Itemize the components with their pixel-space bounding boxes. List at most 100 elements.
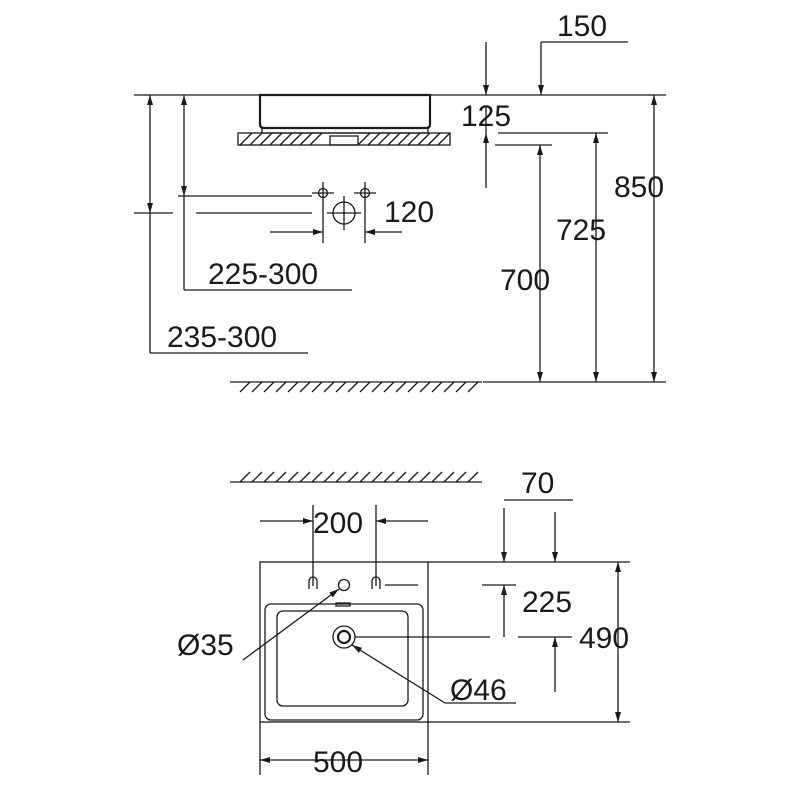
dim-225: 225: [501, 585, 572, 692]
wall-hatch-line: [431, 471, 443, 483]
floor-hatch-line: [383, 381, 395, 393]
wall-hatch-line: [371, 471, 383, 483]
counter-hatch-line: [357, 132, 371, 146]
floor-hatch-line: [467, 381, 479, 393]
dim-700: 700: [500, 145, 550, 382]
dim-700-label: 700: [500, 264, 550, 297]
basin-top-outline: [259, 561, 429, 723]
floor-hatch-line: [275, 381, 287, 393]
counter-hatch-line: [269, 132, 283, 146]
dim-150: 150: [483, 10, 628, 95]
wall-hatch-line: [443, 471, 455, 483]
dim-dia46-label: Ø46: [450, 674, 507, 707]
floor-hatch-line: [455, 381, 467, 393]
floor-hatch-line: [239, 381, 251, 393]
basin-inner-edge: [264, 603, 424, 721]
floor-hatch-line: [443, 381, 455, 393]
counter-hatch-line: [249, 132, 263, 146]
wall-hatch-line: [419, 471, 431, 483]
counter-hatch-line: [367, 132, 381, 146]
floor-hatch-line: [287, 381, 299, 393]
floor-hatch-line: [299, 381, 311, 393]
floor-hatch-line: [359, 381, 371, 393]
wall-line: [230, 471, 482, 483]
counter-hatch-line: [299, 132, 313, 146]
dim-225-label: 225: [522, 586, 572, 619]
floor-line: [230, 381, 482, 393]
floor-hatch-line: [251, 381, 263, 393]
side-view: 150 125 850 725 700 120: [134, 10, 666, 393]
dim-dia46: Ø46: [351, 644, 516, 707]
dim-725-label: 725: [556, 214, 606, 247]
dim-70: 70: [501, 467, 573, 562]
dim-850: 850: [614, 95, 664, 382]
counter-hatch-line: [427, 132, 441, 146]
dim-490-label: 490: [579, 622, 629, 655]
floor-hatch-line: [407, 381, 419, 393]
dim-500-label: 500: [313, 746, 363, 779]
floor-hatch-line: [311, 381, 323, 393]
drain-inner-icon: [336, 629, 352, 645]
dim-850-label: 850: [614, 171, 664, 204]
top-view: 70 200 225 490 500 Ø35: [177, 467, 630, 779]
floor-hatch-line: [419, 381, 431, 393]
counter-hatch-line: [289, 132, 303, 146]
dim-490: 490: [579, 562, 629, 722]
floor-hatch-line: [371, 381, 383, 393]
counter-hatch-line: [377, 132, 391, 146]
basin-bowl: [276, 610, 409, 707]
counter-hatch-line: [259, 132, 273, 146]
dim-200: 200: [260, 507, 428, 540]
dim-dia35-label: Ø35: [177, 629, 234, 662]
wall-hatch-line: [299, 471, 311, 483]
wall-hatch-line: [323, 471, 335, 483]
dim-70-label: 70: [521, 467, 554, 500]
wall-hatch-line: [395, 471, 407, 483]
tap-hole-icon: [337, 578, 351, 592]
basin-side-profile: [237, 93, 451, 146]
wall-hatch-line: [263, 471, 275, 483]
basin-outer-rim: [259, 561, 429, 723]
wall-hatch-line: [311, 471, 323, 483]
counter-hatch-line: [417, 132, 431, 146]
floor-hatch-line: [263, 381, 275, 393]
counter-hatch-line: [387, 132, 401, 146]
wall-hatch-line: [287, 471, 299, 483]
counter-hatch-line: [407, 132, 421, 146]
drain-cutout: [329, 135, 359, 146]
dim-225-300-label: 225-300: [208, 258, 318, 291]
drain-outer-icon: [332, 625, 356, 649]
wall-hatch-line: [359, 471, 371, 483]
floor-hatch-line: [395, 381, 407, 393]
floor-hatch-line: [335, 381, 347, 393]
dim-200-label: 200: [313, 507, 363, 540]
floor-hatch-line: [347, 381, 359, 393]
dim-225-300: 225-300: [181, 95, 352, 291]
dim-500: 500: [260, 746, 428, 779]
dim-125: 125: [461, 100, 511, 188]
dim-235-300-label: 235-300: [167, 321, 277, 354]
wall-hatch-line: [455, 471, 467, 483]
counter-hatch-line: [309, 132, 323, 146]
wall-hatch-line: [275, 471, 287, 483]
dim-235-300: 235-300: [147, 95, 308, 354]
counter-hatch-line: [239, 132, 253, 146]
counter-hatch-line: [437, 132, 451, 146]
dim-120: 120: [270, 196, 434, 235]
counter-hatch-line: [279, 132, 293, 146]
dim-120-label: 120: [384, 196, 434, 229]
floor-hatch-line: [323, 381, 335, 393]
floor-hatch-line: [431, 381, 443, 393]
counter-hatch-line: [397, 132, 411, 146]
dim-150-label: 150: [557, 10, 607, 43]
dim-dia35: Ø35: [177, 588, 340, 662]
dim-725: 725: [556, 133, 606, 382]
dim-125-label: 125: [461, 100, 511, 133]
wall-hatch-line: [467, 471, 479, 483]
tap-holes-top: [308, 572, 418, 649]
wall-hatch-line: [251, 471, 263, 483]
tap-holes-side: [312, 182, 376, 243]
wall-hatch-line: [335, 471, 347, 483]
wall-hatch-line: [383, 471, 395, 483]
